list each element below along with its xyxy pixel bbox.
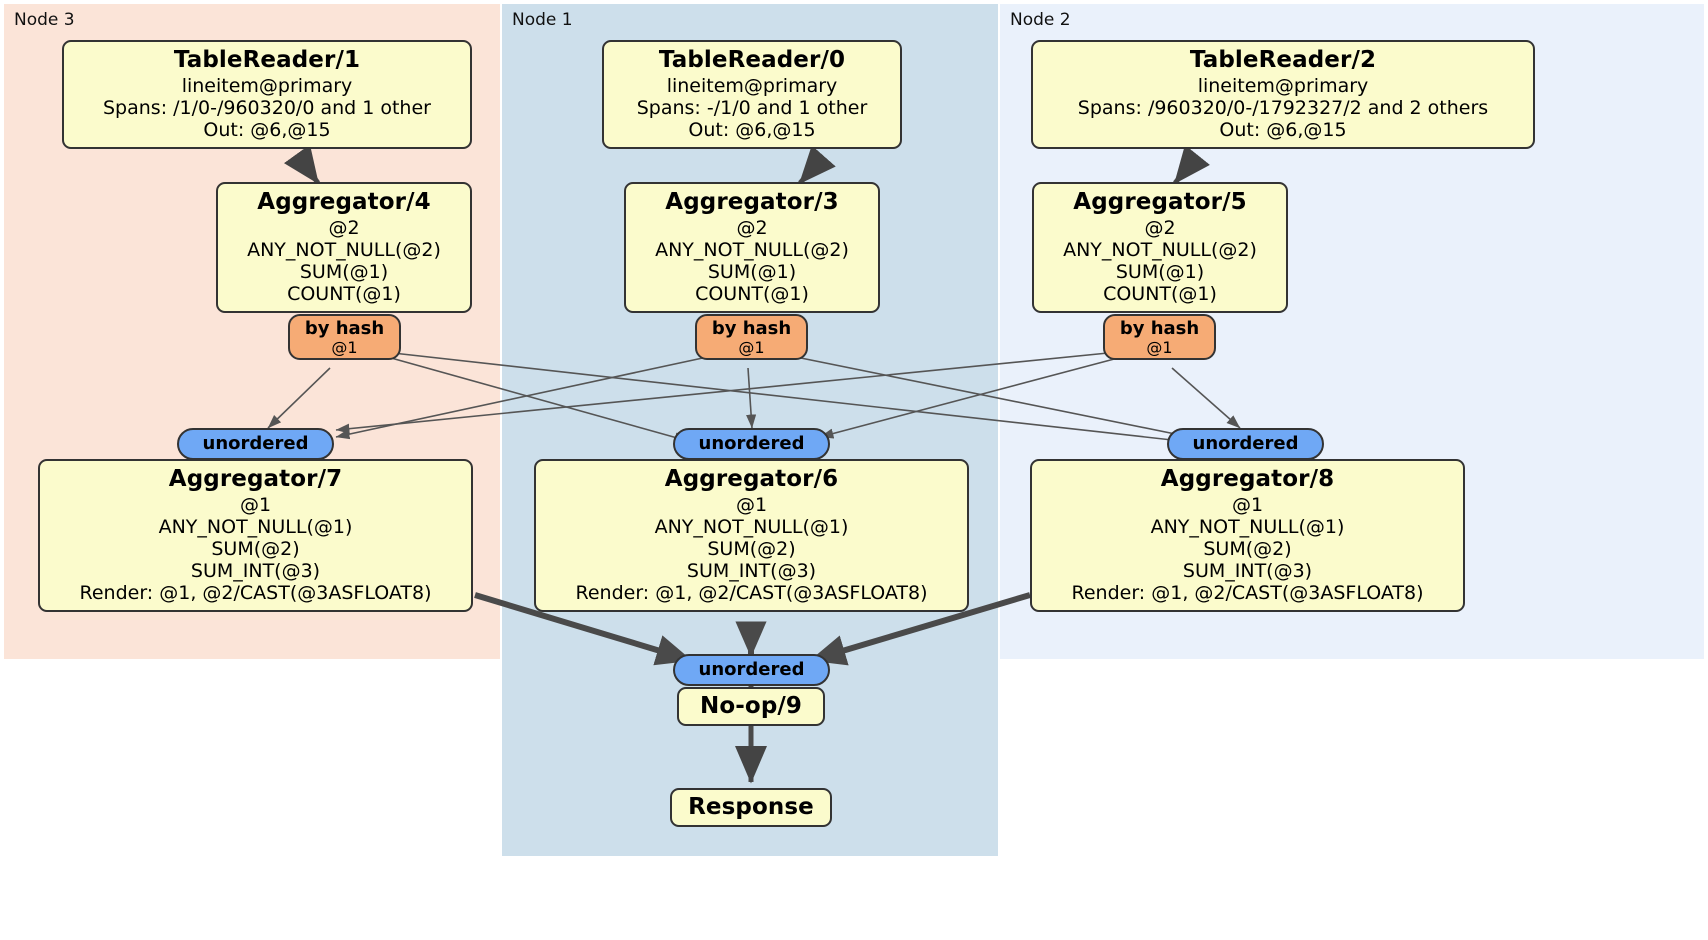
processor-title: Aggregator/4 [257, 189, 431, 215]
processor-line: SUM(@1) [299, 260, 389, 283]
processor-line: COUNT(@1) [287, 282, 401, 305]
processor-table-reader-0[interactable]: TableReader/0 lineitem@primary Spans: -/… [602, 40, 902, 149]
router-sublabel: @1 [738, 337, 765, 357]
processor-line: ANY_NOT_NULL(@2) [247, 238, 441, 261]
processor-line: @2 [736, 216, 768, 239]
processor-aggregator-6[interactable]: Aggregator/6 @1 ANY_NOT_NULL(@1) SUM(@2)… [534, 459, 969, 612]
router-label: by hash [304, 318, 385, 339]
processor-line: ANY_NOT_NULL(@1) [1150, 515, 1345, 538]
node-region-3-label: Node 3 [14, 10, 75, 30]
processor-line: @2 [1144, 216, 1176, 239]
processor-title: Aggregator/6 [664, 466, 839, 492]
processor-line: @2 [328, 216, 360, 239]
processor-line: COUNT(@1) [1103, 282, 1217, 305]
synchronizer-unordered-final[interactable]: unordered [673, 654, 830, 686]
router-label: by hash [711, 318, 792, 339]
processor-aggregator-8[interactable]: Aggregator/8 @1 ANY_NOT_NULL(@1) SUM(@2)… [1030, 459, 1465, 612]
processor-line: Spans: -/1/0 and 1 other [636, 96, 868, 119]
processor-title: Aggregator/5 [1073, 189, 1247, 215]
synchronizer-label: unordered [698, 433, 805, 454]
processor-title: TableReader/1 [173, 47, 361, 73]
processor-line: @1 [735, 493, 768, 516]
processor-line: Out: @6,@15 [688, 118, 816, 141]
processor-line: ANY_NOT_NULL(@2) [655, 238, 849, 261]
processor-title: TableReader/0 [658, 47, 846, 73]
processor-line: Out: @6,@15 [203, 118, 331, 141]
synchronizer-unordered-left[interactable]: unordered [177, 428, 334, 460]
processor-aggregator-3[interactable]: Aggregator/3 @2 ANY_NOT_NULL(@2) SUM(@1)… [624, 182, 880, 313]
processor-aggregator-7[interactable]: Aggregator/7 @1 ANY_NOT_NULL(@1) SUM(@2)… [38, 459, 473, 612]
processor-title: TableReader/2 [1189, 47, 1377, 73]
node-region-1-label: Node 1 [512, 10, 573, 30]
node-region-2-label: Node 2 [1010, 10, 1071, 30]
processor-line: Render: @1, @2/CAST(@3ASFLOAT8) [79, 581, 432, 604]
synchronizer-unordered-center[interactable]: unordered [673, 428, 830, 460]
processor-line: ANY_NOT_NULL(@1) [158, 515, 353, 538]
processor-line: Render: @1, @2/CAST(@3ASFLOAT8) [1071, 581, 1424, 604]
processor-aggregator-5[interactable]: Aggregator/5 @2 ANY_NOT_NULL(@2) SUM(@1)… [1032, 182, 1288, 313]
processor-title: Aggregator/3 [665, 189, 839, 215]
router-sublabel: @1 [331, 337, 358, 357]
router-label: by hash [1119, 318, 1200, 339]
processor-line: SUM(@2) [211, 537, 300, 560]
processor-title: No-op/9 [700, 693, 802, 719]
router-by-hash-right[interactable]: by hash @1 [1103, 314, 1216, 361]
processor-line: Spans: /960320/0-/1792327/2 and 2 others [1077, 96, 1489, 119]
processor-line: @1 [239, 493, 272, 516]
processor-table-reader-2[interactable]: TableReader/2 lineitem@primary Spans: /9… [1031, 40, 1535, 149]
processor-aggregator-4[interactable]: Aggregator/4 @2 ANY_NOT_NULL(@2) SUM(@1)… [216, 182, 472, 313]
processor-line: Out: @6,@15 [1219, 118, 1347, 141]
router-by-hash-left[interactable]: by hash @1 [288, 314, 401, 361]
processor-line: lineitem@primary [1197, 74, 1369, 97]
processor-table-reader-1[interactable]: TableReader/1 lineitem@primary Spans: /1… [62, 40, 472, 149]
processor-line: lineitem@primary [666, 74, 838, 97]
processor-line: SUM_INT(@3) [1182, 559, 1313, 582]
processor-line: ANY_NOT_NULL(@2) [1063, 238, 1257, 261]
processor-line: Spans: /1/0-/960320/0 and 1 other [103, 96, 431, 119]
processor-line: Render: @1, @2/CAST(@3ASFLOAT8) [575, 581, 928, 604]
processor-title: Response [688, 794, 814, 820]
router-by-hash-center[interactable]: by hash @1 [695, 314, 808, 361]
processor-noop-9[interactable]: No-op/9 [677, 687, 825, 726]
processor-line: SUM(@2) [1203, 537, 1292, 560]
processor-line: ANY_NOT_NULL(@1) [654, 515, 849, 538]
processor-title: Aggregator/7 [168, 466, 343, 492]
processor-line: SUM(@2) [707, 537, 796, 560]
processor-line: SUM(@1) [707, 260, 797, 283]
synchronizer-label: unordered [1192, 433, 1299, 454]
processor-line: COUNT(@1) [695, 282, 809, 305]
synchronizer-label: unordered [202, 433, 309, 454]
processor-line: SUM_INT(@3) [686, 559, 817, 582]
synchronizer-label: unordered [698, 659, 805, 680]
processor-title: Aggregator/8 [1160, 466, 1335, 492]
processor-line: SUM(@1) [1115, 260, 1205, 283]
synchronizer-unordered-right[interactable]: unordered [1167, 428, 1324, 460]
processor-line: @1 [1231, 493, 1264, 516]
processor-response[interactable]: Response [670, 788, 832, 827]
router-sublabel: @1 [1146, 337, 1173, 357]
processor-line: SUM_INT(@3) [190, 559, 321, 582]
processor-line: lineitem@primary [181, 74, 353, 97]
